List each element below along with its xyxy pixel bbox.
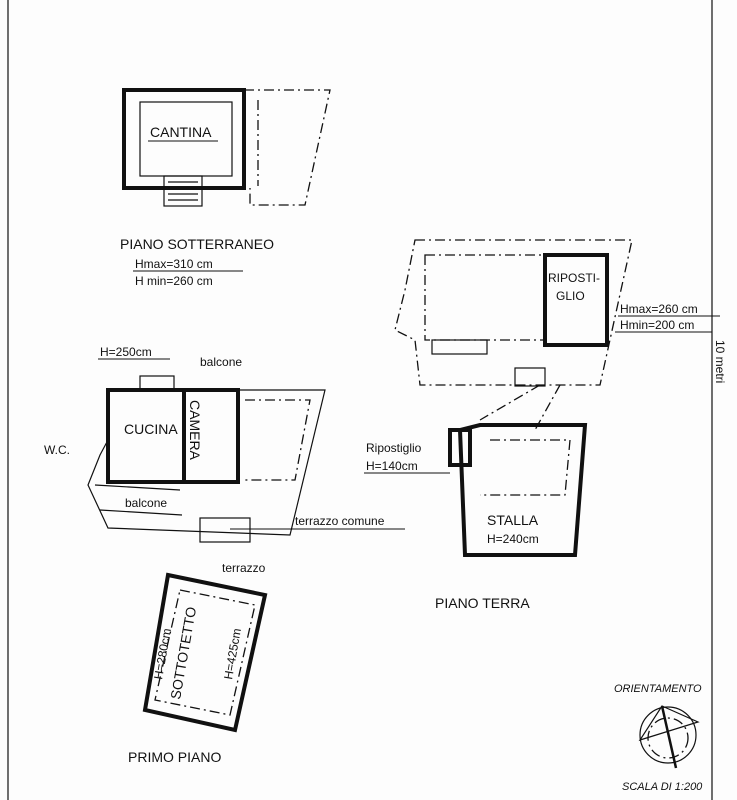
terrazzo-label: terrazzo: [222, 561, 266, 575]
scale-label: SCALA DI 1:200: [622, 781, 703, 793]
plan-title-terra: PIANO TERRA: [435, 595, 530, 611]
compass-icon: [638, 705, 700, 769]
hmin-label-terra: Hmin=200 cm: [620, 318, 694, 332]
orientamento-label: ORIENTAMENTO: [614, 683, 702, 695]
height-label-ripostiglio-small: H=140cm: [366, 459, 418, 473]
room-label-camera: CAMERA: [187, 400, 203, 461]
room-label-stalla: STALLA: [487, 512, 539, 528]
hmax-label-terra: Hmax=260 cm: [620, 302, 698, 316]
room-label-cantina: CANTINA: [150, 124, 212, 140]
height-label-h280: H=280cm: [151, 627, 174, 680]
hmin-label: H min=260 cm: [135, 274, 213, 288]
stairs: [199, 517, 251, 543]
balcone-top-label: balcone: [200, 355, 242, 369]
room-label-ripostiglio-small: Ripostiglio: [366, 441, 422, 455]
plan-piano-sotterraneo: CANTINA PIANO SOTTERRANEO Hmax=310 cm H …: [120, 88, 331, 288]
plan-piano-terra: RIPOSTI- GLIO Hmax=260 cm Hmin=200 cm Ri…: [364, 239, 720, 611]
scale-bar-label: 10 metri: [713, 340, 727, 383]
height-label-balcone: H=250cm: [100, 345, 152, 359]
stairs: [163, 175, 203, 207]
room-label-cucina: CUCINA: [124, 421, 178, 437]
terrazzo-comune-label: terrazzo comune: [295, 514, 385, 528]
room-label-wc: W.C.: [44, 443, 70, 457]
height-label-h425: H=425cm: [221, 627, 244, 680]
hmax-label: Hmax=310 cm: [135, 257, 213, 271]
balcone-bottom-label: balcone: [125, 496, 167, 510]
room-label-ripostiglio-1: RIPOSTI-: [548, 271, 600, 285]
height-label-stalla: H=240cm: [487, 532, 539, 546]
plan-title-primo: PRIMO PIANO: [128, 749, 221, 765]
plan-title-sotterraneo: PIANO SOTTERRANEO: [120, 236, 274, 252]
plan-primo-piano: H=250cm balcone CUCINA CAMERA W.C. balco…: [44, 345, 405, 765]
room-label-sottotetto: SOTTOTETTO: [167, 605, 199, 700]
room-label-ripostiglio-2: GLIO: [556, 289, 585, 303]
